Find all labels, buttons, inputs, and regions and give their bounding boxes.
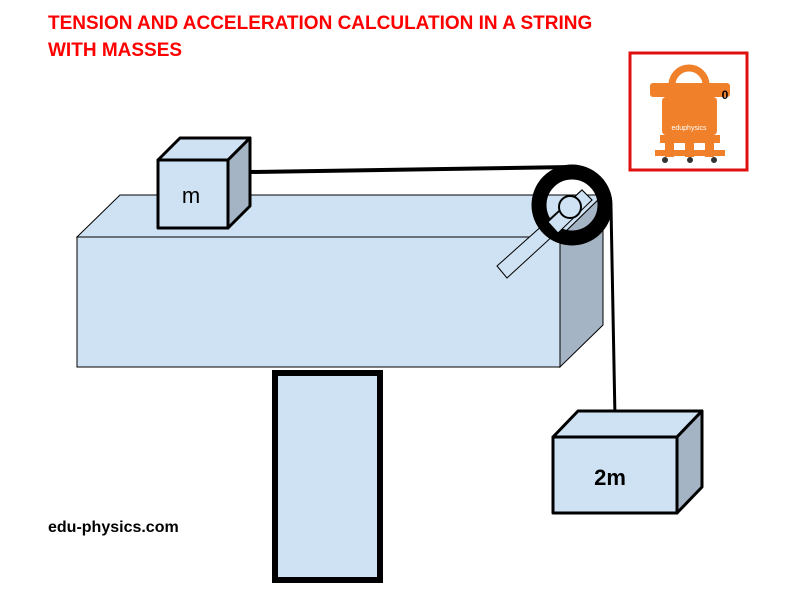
block-m: m <box>156 136 252 230</box>
eduphysics-logo: eduphysics 0 <box>628 51 749 172</box>
title-line-2: WITH MASSES <box>48 40 183 61</box>
pulley-wheel <box>531 164 613 246</box>
block-2m-side <box>675 409 704 515</box>
logo-wheel-1 <box>662 157 668 163</box>
pulley-axle <box>558 195 582 219</box>
diagram-title: TENSION AND ACCELERATION CALCULATION IN … <box>48 10 728 64</box>
logo-wheel-2 <box>687 157 693 163</box>
table-leg <box>272 370 383 583</box>
logo-digit: 0 <box>722 88 729 102</box>
block-m-side <box>226 136 252 230</box>
title-line-1: TENSION AND ACCELERATION CALCULATION IN … <box>48 13 593 34</box>
logo-emblem <box>650 64 730 157</box>
logo-wheel-3 <box>711 157 717 163</box>
footer-site: edu-physics.com <box>48 519 179 536</box>
table-front-face <box>76 236 561 368</box>
block-2m: 2m <box>551 409 704 515</box>
vertical-string <box>609 206 617 419</box>
logo-text: eduphysics <box>671 125 707 132</box>
table-top <box>75 193 605 369</box>
table-top-face <box>75 194 605 238</box>
block-m-label: m <box>182 183 200 208</box>
horizontal-string <box>249 165 573 174</box>
block-2m-label: 2m <box>594 465 626 490</box>
pulley <box>531 164 613 246</box>
